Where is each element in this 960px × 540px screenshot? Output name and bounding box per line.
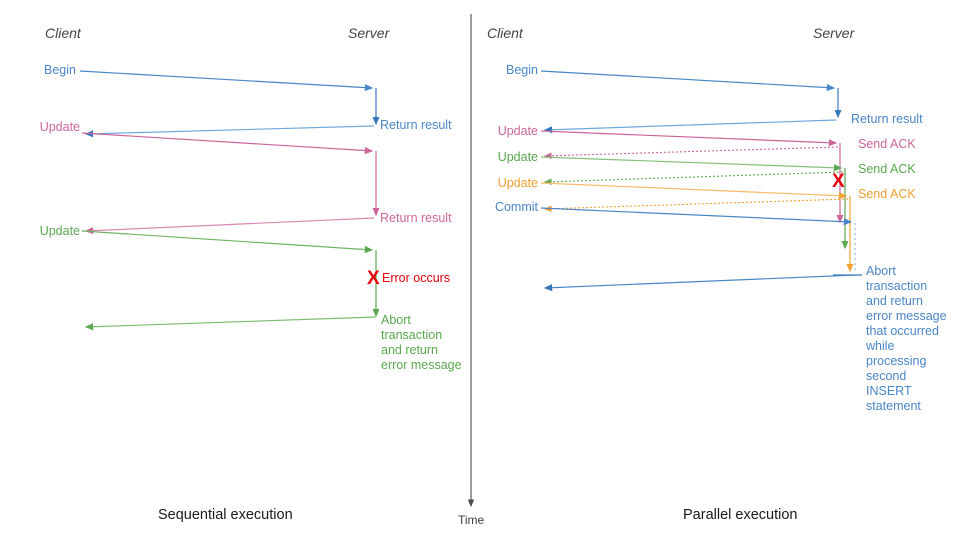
left-panel-caption: Sequential execution bbox=[158, 507, 293, 523]
arrow-update-green-right bbox=[540, 156, 843, 172]
arrow-begin-left bbox=[79, 70, 374, 92]
right-label-return-result: Return result bbox=[851, 112, 923, 126]
right-label-update-pink: Update bbox=[497, 124, 538, 138]
right-label-send-ack-orange: Send ACK bbox=[858, 187, 916, 201]
left-actor-client: Client bbox=[45, 25, 81, 41]
arrow-commit-right bbox=[540, 207, 853, 226]
arrow-return-result-blue-left bbox=[84, 125, 375, 138]
left-note-abort: Abort transaction and return error messa… bbox=[381, 313, 462, 372]
left-label-error-occurs: Error occurs bbox=[382, 271, 451, 285]
right-label-send-ack-pink: Send ACK bbox=[858, 137, 916, 151]
left-panel-arrows bbox=[79, 70, 380, 331]
left-label-update-pink: Update bbox=[39, 120, 80, 134]
right-label-begin: Begin bbox=[506, 63, 538, 77]
right-note-abort: Abort transaction and return error messa… bbox=[866, 264, 947, 413]
right-label-update-green: Update bbox=[497, 150, 538, 164]
arrow-update-green-left bbox=[81, 230, 374, 254]
right-error-x-icon: X bbox=[832, 171, 845, 192]
arrow-return-result-pink-left bbox=[84, 217, 375, 235]
right-actor-server: Server bbox=[813, 25, 855, 41]
arrow-abort-green-left bbox=[84, 316, 377, 331]
right-label-send-ack-green: Send ACK bbox=[858, 162, 916, 176]
right-panel-arrows bbox=[540, 70, 862, 292]
right-label-update-orange: Update bbox=[497, 176, 538, 190]
arrow-abort-blue-right bbox=[543, 274, 857, 292]
left-label-update-green: Update bbox=[39, 224, 80, 238]
time-axis-label: Time bbox=[458, 513, 485, 527]
left-label-return-result-blue: Return result bbox=[380, 118, 452, 132]
left-label-begin: Begin bbox=[44, 63, 76, 77]
arrow-update-pink-left bbox=[81, 132, 374, 155]
arrow-update-orange-right bbox=[540, 182, 848, 200]
right-actor-client: Client bbox=[487, 25, 523, 41]
right-panel-caption: Parallel execution bbox=[683, 507, 798, 523]
arrow-begin-right bbox=[540, 70, 836, 92]
arrow-ack-pink-right bbox=[543, 146, 839, 160]
left-label-return-result-pink: Return result bbox=[380, 211, 452, 225]
arrow-return-result-blue-right bbox=[543, 119, 837, 134]
arrow-update-pink-right bbox=[540, 130, 838, 147]
arrow-ack-orange-right bbox=[543, 198, 849, 213]
arrow-ack-green-right bbox=[543, 171, 844, 186]
left-error-x-icon: X bbox=[367, 268, 380, 289]
left-actor-server: Server bbox=[348, 25, 390, 41]
right-label-commit: Commit bbox=[494, 200, 538, 214]
